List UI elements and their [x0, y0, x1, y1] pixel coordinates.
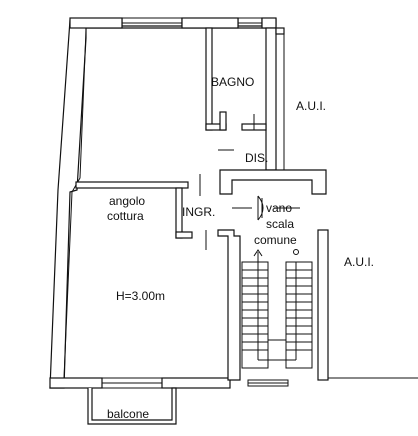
right-wall-upper: [265, 27, 277, 171]
stair-right-boundary: [327, 230, 345, 379]
label-vano: vano: [266, 201, 292, 215]
label-scala: scala: [266, 217, 294, 231]
bagno-stub: [219, 111, 227, 131]
top-wall-right: [261, 17, 277, 29]
window-top-right: [237, 17, 263, 29]
stair-treads: [242, 269, 312, 351]
stair-walls: [217, 169, 418, 387]
stair-right-wall: [317, 229, 329, 381]
window-stair: [247, 379, 289, 387]
balcony-outline: [87, 387, 177, 425]
label-cottura: cottura: [107, 209, 144, 223]
kitchen-right-stub: [175, 231, 193, 239]
outer-walls: [49, 17, 285, 389]
window-top-left: [121, 17, 183, 29]
label-aui-top: A.U.I.: [296, 99, 326, 113]
label-aui-right: A.U.I.: [344, 255, 374, 269]
window-bottom: [101, 377, 163, 389]
top-wall-mid: [181, 17, 239, 29]
entrance-door: [257, 195, 264, 221]
label-balcone: balcone: [107, 407, 149, 421]
label-ingr: INGR.: [182, 205, 215, 219]
balcony: [87, 387, 177, 425]
corridor-right-wall: [219, 169, 327, 195]
label-comune: comune: [254, 233, 297, 247]
bathroom-walls: [205, 27, 267, 151]
corridor-lower-wall: [217, 229, 241, 381]
bottom-wall-right: [161, 377, 231, 389]
label-dis: DIS.: [245, 151, 268, 165]
bottom-wall-left: [49, 377, 103, 389]
stair-well: [267, 262, 287, 341]
stair-arrow: [253, 249, 263, 262]
right-wall-stub: [275, 27, 285, 35]
kitchen-top-partition: [75, 181, 189, 189]
kitchen-walls: [75, 174, 207, 250]
staircase: [241, 249, 313, 369]
label-angolo: angolo: [109, 194, 145, 208]
stair-start-dot: [293, 249, 299, 255]
top-wall-left: [69, 17, 123, 29]
label-height: H=3.00m: [116, 289, 165, 303]
label-bagno: BAGNO: [211, 75, 254, 89]
